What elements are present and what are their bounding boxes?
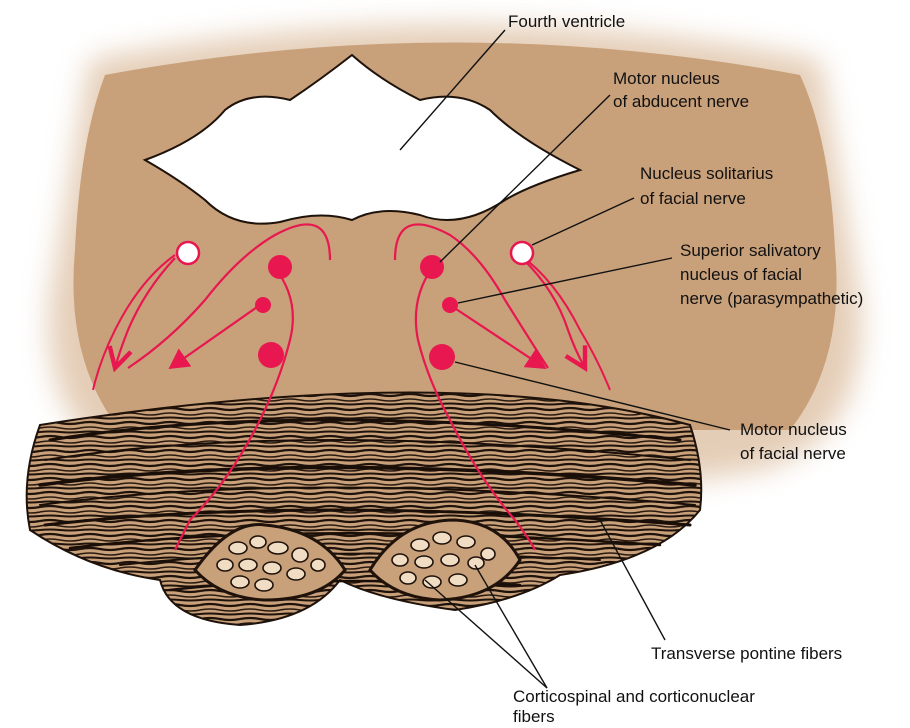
label-salivatory-line2: nucleus of facial [680,263,802,286]
label-salivatory-line3: nerve (parasympathetic) [680,287,863,310]
label-facial-motor-line1: Motor nucleus [740,418,847,441]
right-solitarius-nucleus [511,242,533,264]
right-salivatory-nucleus [442,297,458,313]
left-abducent-nucleus [268,255,292,279]
left-salivatory-nucleus [255,297,271,313]
label-facial-motor-line2: of facial nerve [740,442,846,465]
label-salivatory-line1: Superior salivatory [680,239,821,262]
label-solitarius-line2: of facial nerve [640,187,746,210]
label-abducent-line2: of abducent nerve [613,90,749,113]
left-facial-motor-nucleus [258,342,284,368]
right-facial-motor-nucleus [429,344,455,370]
label-transverse-pontine: Transverse pontine fibers [651,642,842,665]
right-abducent-nucleus [420,255,444,279]
left-solitarius-nucleus [177,242,199,264]
label-abducent-line1: Motor nucleus [613,67,720,90]
label-fourth-ventricle: Fourth ventricle [508,10,625,33]
label-corticospinal-line2: fibers [513,705,555,728]
label-solitarius-line1: Nucleus solitarius [640,162,773,185]
